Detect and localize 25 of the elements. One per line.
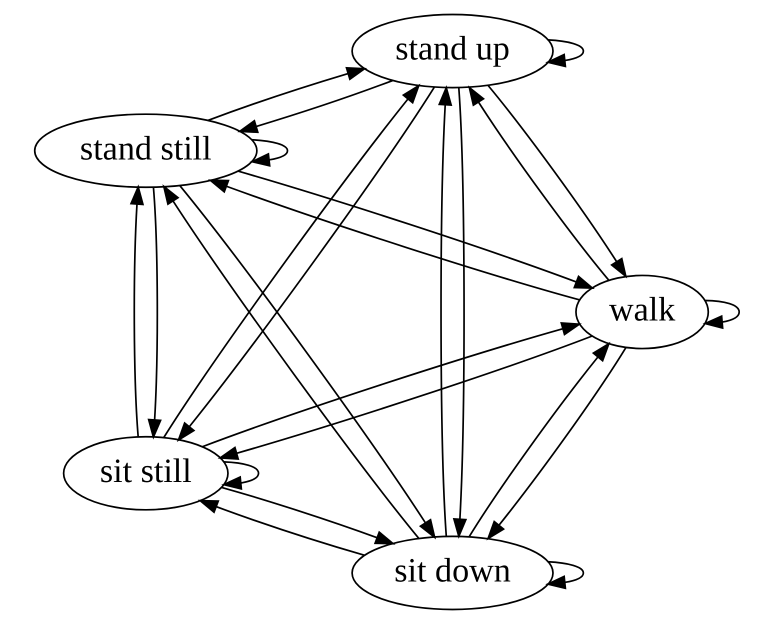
node-ellipse: stand up <box>351 14 554 88</box>
arrow <box>452 88 468 539</box>
arrow <box>148 187 162 440</box>
arrow <box>468 85 610 282</box>
arrow <box>438 85 452 536</box>
arrow <box>208 66 368 122</box>
arrow <box>218 335 593 460</box>
arrow <box>237 80 393 134</box>
node-ellipse: sit down <box>351 536 554 610</box>
arrow <box>250 138 288 167</box>
arrow <box>545 560 584 590</box>
arrow <box>486 347 627 541</box>
arrow <box>221 486 396 545</box>
node-ellipse: sit still <box>62 436 229 511</box>
arrow <box>238 170 595 289</box>
arrow <box>468 342 610 538</box>
arrow <box>130 184 144 437</box>
arrow <box>221 461 260 490</box>
arrow <box>545 39 584 68</box>
arrow <box>487 84 628 278</box>
arrow <box>202 322 582 448</box>
arrow <box>198 500 365 556</box>
arrow <box>208 179 580 301</box>
arrow <box>702 300 740 330</box>
node-ellipse: walk <box>575 274 710 350</box>
